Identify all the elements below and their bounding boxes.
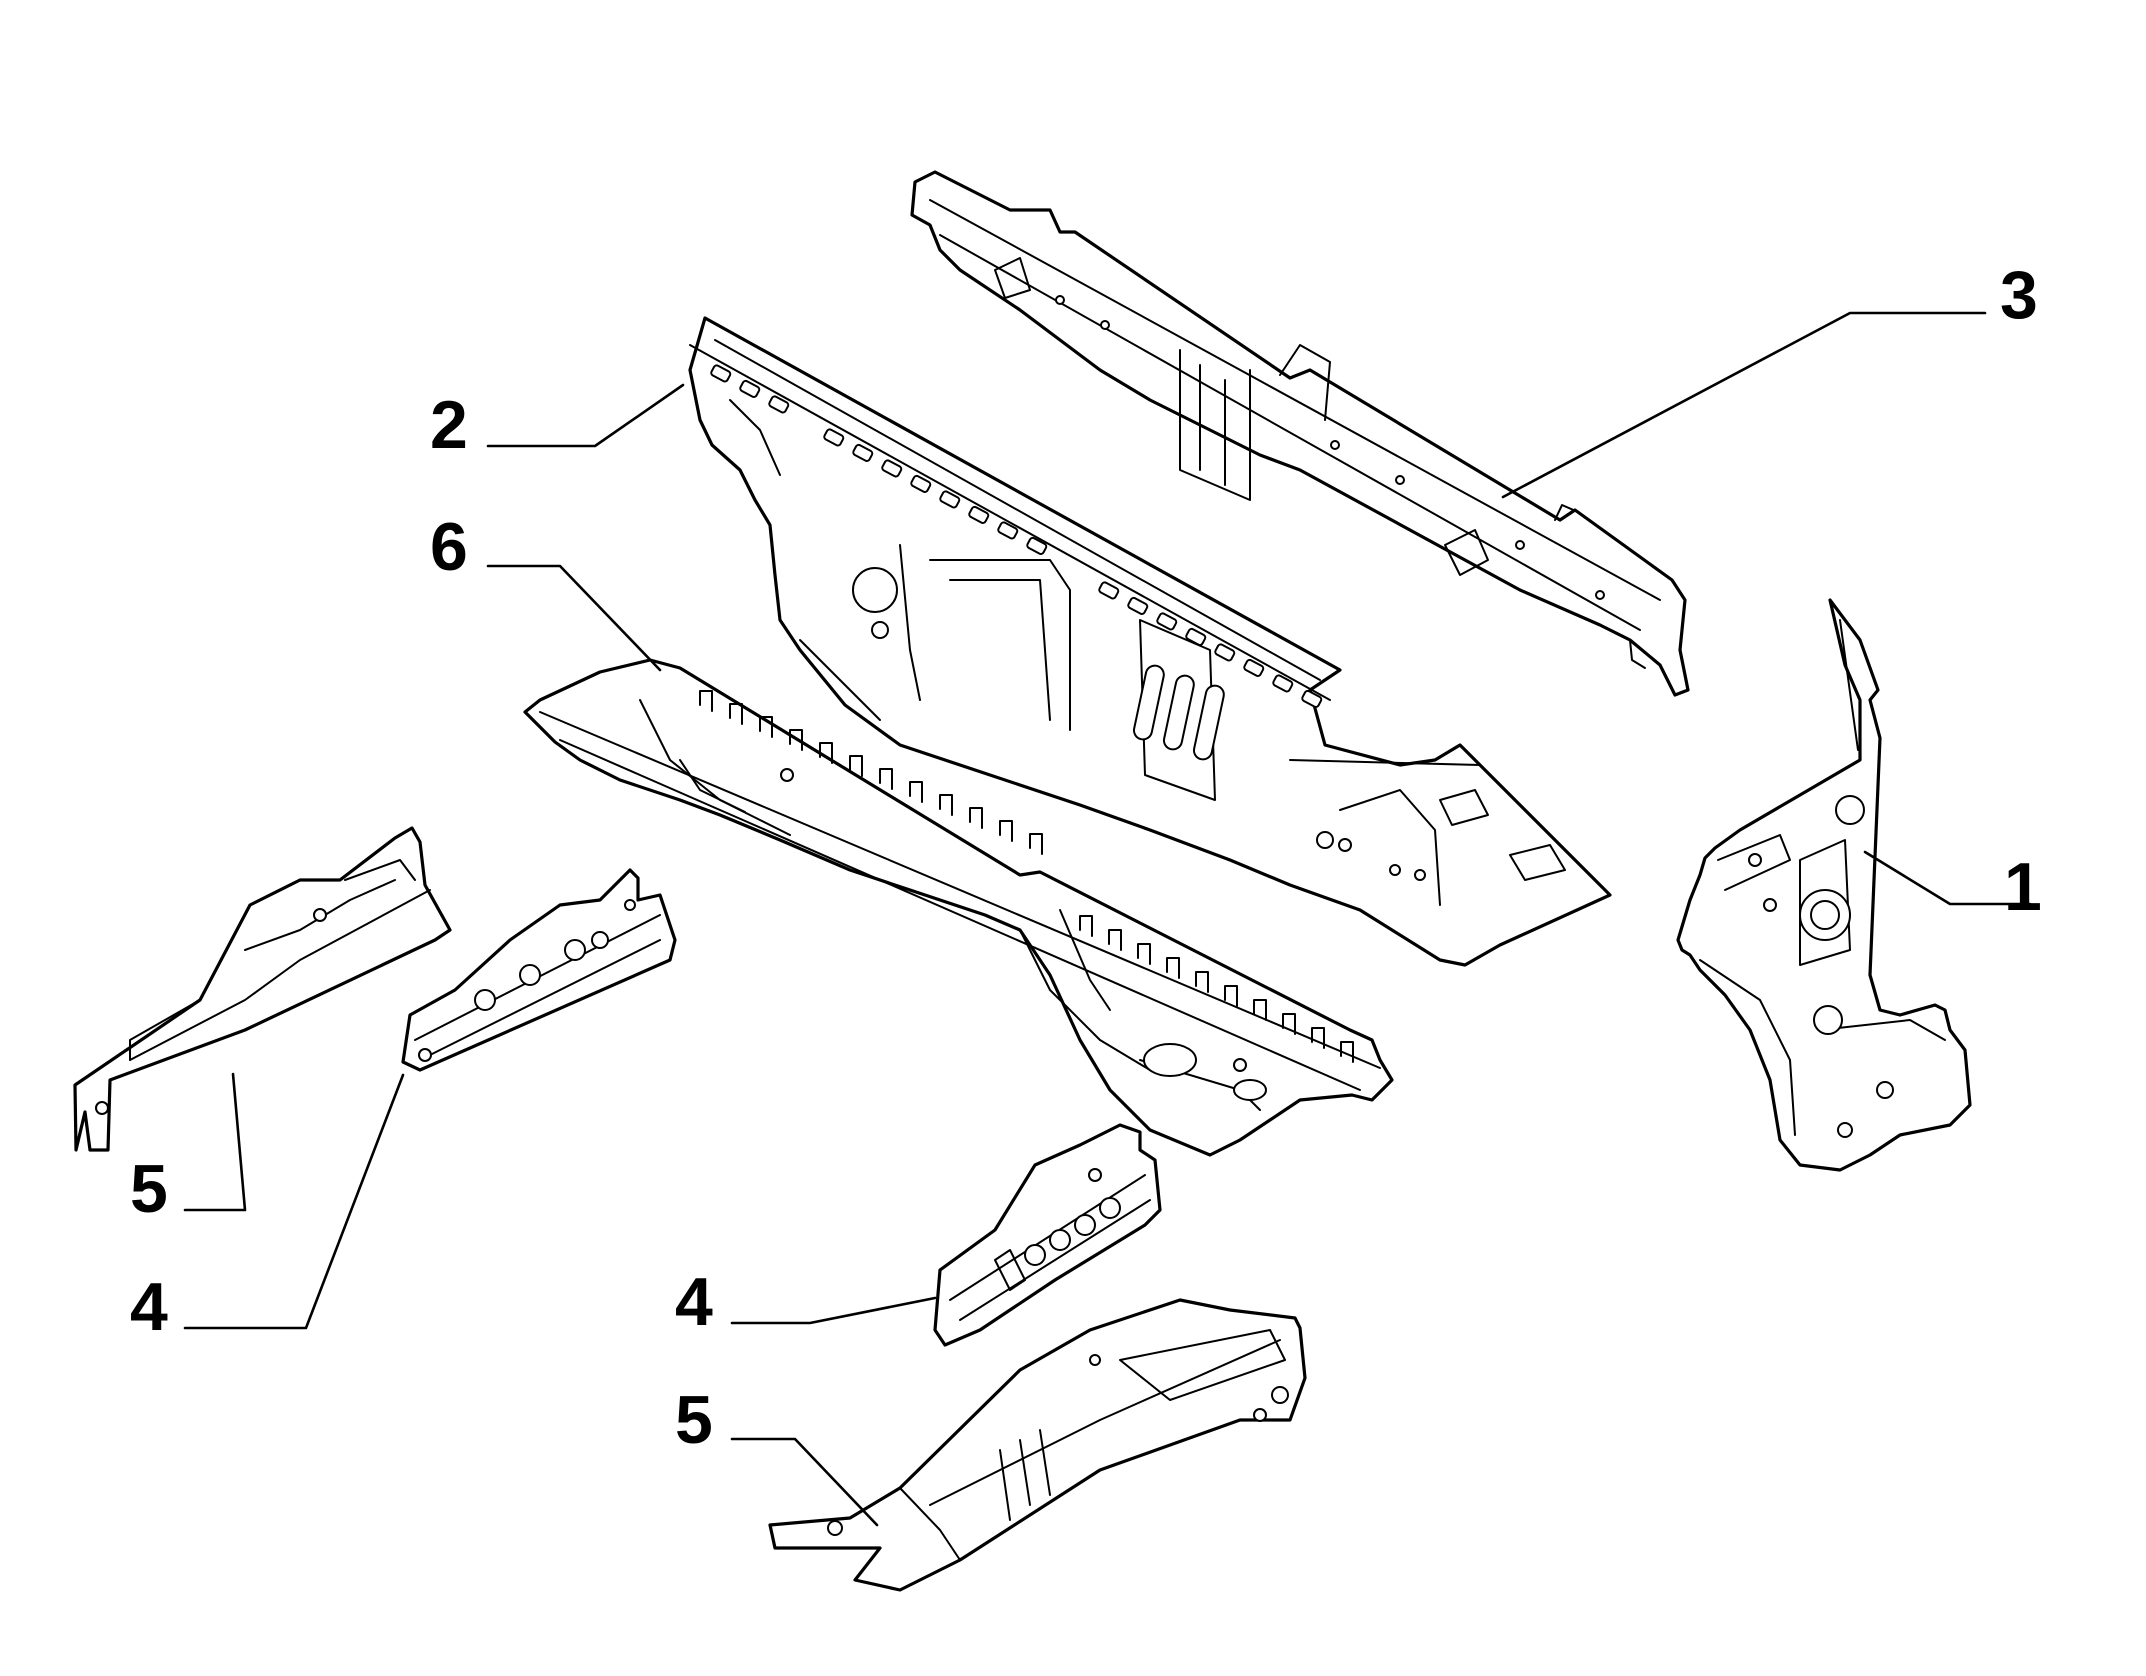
panel-slot	[710, 364, 732, 383]
leader-line-4-left	[183, 1073, 405, 1330]
panel-slot	[881, 459, 903, 478]
callout-2: 2	[430, 387, 468, 463]
callout-5-left: 5	[130, 1151, 168, 1227]
panel-slot	[1243, 658, 1265, 677]
panel-slot	[768, 395, 790, 414]
panel-slot	[1098, 581, 1120, 600]
callout-5-bottom: 5	[675, 1382, 713, 1458]
member-tab	[1195, 971, 1209, 993]
leader-line-5-left	[183, 1072, 247, 1212]
panel-slot	[852, 443, 874, 462]
member-tab	[1224, 985, 1238, 1007]
panel-slot	[1156, 612, 1178, 631]
part-4-left-bracket[interactable]	[401, 868, 677, 1072]
member-tab	[1137, 943, 1151, 965]
part-6-member-tabs	[699, 690, 1354, 1063]
part-5-bottom-side-member[interactable]	[768, 1298, 1307, 1592]
panel-slot	[739, 379, 761, 398]
part-2-panel-slots	[710, 364, 1323, 708]
callout-4-bottom: 4	[675, 1264, 713, 1340]
panel-slot	[1127, 596, 1149, 615]
member-tab	[1340, 1041, 1354, 1063]
panel-slot	[968, 505, 990, 524]
leader-line-6	[486, 564, 662, 672]
member-tab	[1108, 929, 1122, 951]
member-tab	[1029, 833, 1043, 855]
panel-slot	[939, 490, 961, 509]
panel-slot	[1214, 643, 1236, 662]
callout-3: 3	[2000, 257, 2038, 333]
panel-slot	[1301, 689, 1323, 708]
member-tab	[819, 742, 833, 764]
panel-slot	[1272, 674, 1294, 693]
part-2-rear-panel[interactable]	[688, 316, 1612, 967]
member-tab	[1166, 957, 1180, 979]
panel-slot	[823, 428, 845, 447]
member-tab	[1311, 1027, 1325, 1049]
part-1-side-frame[interactable]	[1676, 598, 1972, 1172]
panel-slot	[1185, 627, 1207, 646]
member-tab	[999, 820, 1013, 842]
callout-6: 6	[430, 509, 468, 585]
leader-line-2	[486, 383, 685, 448]
panel-slot	[1026, 536, 1048, 555]
member-tab	[1079, 915, 1093, 937]
part-3-upper-cross-member[interactable]	[910, 170, 1690, 697]
leader-line-1	[1863, 850, 2032, 906]
member-tab	[879, 768, 893, 790]
panel-slot	[910, 474, 932, 493]
member-tab	[699, 690, 713, 712]
member-tab	[729, 703, 743, 725]
part-6-rear-floor-member[interactable]	[523, 658, 1394, 1157]
part-5-left-side-member[interactable]	[73, 826, 452, 1152]
member-tab	[849, 755, 863, 777]
leader-line-5-bottom	[730, 1437, 879, 1527]
panel-slot	[997, 521, 1019, 540]
member-tab	[969, 807, 983, 829]
leader-line-4-bottom	[730, 1296, 937, 1325]
member-tab	[1253, 999, 1267, 1021]
member-tab	[939, 794, 953, 816]
member-tab	[759, 716, 773, 738]
leader-line-3	[1501, 311, 1987, 499]
member-tab	[789, 729, 803, 751]
part-4-bottom-bracket[interactable]	[933, 1123, 1162, 1347]
member-tab	[1282, 1013, 1296, 1035]
callout-4-left: 4	[130, 1269, 168, 1345]
callout-1: 1	[2004, 849, 2042, 925]
member-tab	[909, 781, 923, 803]
